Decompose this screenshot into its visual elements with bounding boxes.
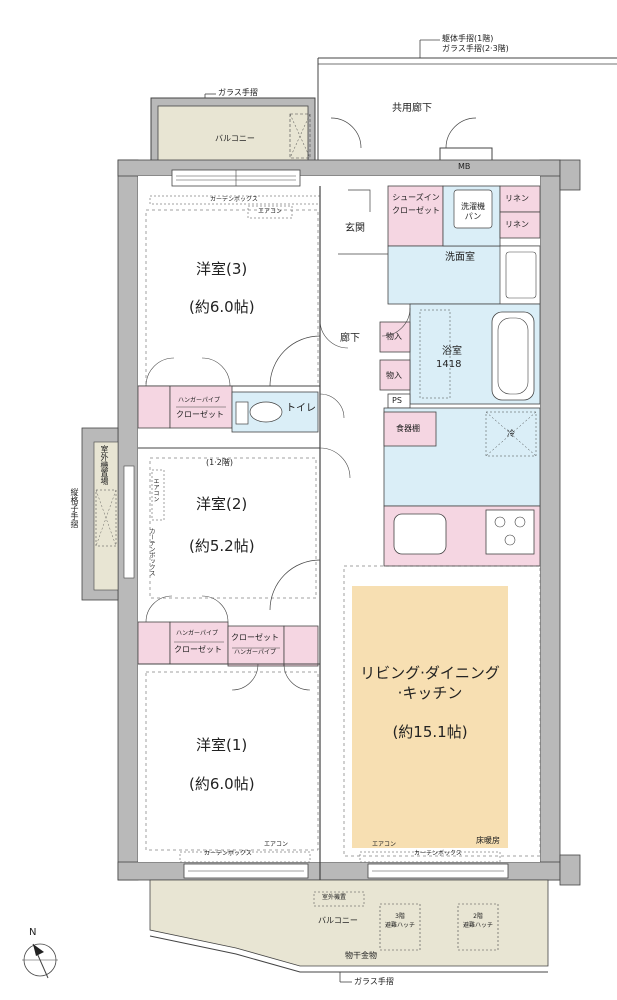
ps-label: PS [392, 396, 402, 405]
ldk-area [343, 565, 541, 863]
corridor-door-right [445, 117, 477, 149]
north-label: N [29, 927, 37, 938]
corridor-door-1 [319, 319, 349, 349]
shoes-closet-text-1: シューズイン [392, 193, 440, 202]
hatch-left-floor: 3階 [395, 913, 405, 920]
aircon-mid-label: エアコン [152, 478, 159, 502]
closet-row-2 [137, 621, 320, 667]
tableware-label: 食器棚 [396, 424, 420, 433]
curtain-box-mid-label: カーテンボックス [148, 528, 155, 576]
shoes-closet-text-2: クローゼット [392, 205, 440, 215]
curtain-box-bottom-1-label: カーテンボックス [204, 850, 252, 857]
room-2 [123, 447, 351, 623]
ldk-size: (約15.1帖) [392, 723, 468, 741]
hatch-right-text: 避難ハッチ [462, 922, 493, 929]
glass-rail-top-label: ガラス手摺 [218, 88, 258, 97]
ldk-name-2: ·キッチン [397, 684, 463, 702]
storage-1 [379, 321, 411, 353]
corridor-label: 廊下 [340, 333, 360, 344]
toilet-label: トイレ [286, 403, 316, 414]
room-3-size: (約6.0帖) [189, 298, 255, 316]
north-arrow-icon [22, 943, 58, 979]
aircon-bottom-1-label: エアコン [264, 841, 289, 848]
corridor-door-left [330, 117, 362, 149]
bath-door [381, 307, 411, 337]
aircon-bottom-2-label: エアコン [372, 841, 397, 848]
room-1 [145, 663, 319, 863]
curtain-box-top-label: カーテンボックス [210, 196, 258, 203]
balcony-bottom-label: バルコニー [318, 916, 358, 925]
washroom-label: 洗面室 [445, 252, 475, 263]
room-1-size: (約6.0帖) [189, 775, 255, 793]
ldk-name-1: リビング·ダイニング [360, 664, 500, 682]
hanger-pipe-2-label: ハンガーパイプ [176, 630, 218, 637]
wet-area [387, 185, 541, 405]
washer-pan-label: 洗濯機パン [455, 202, 491, 223]
rail-note-1: 躯体手摺(1階) [442, 34, 494, 43]
closet-2-label: クローゼット [174, 645, 222, 654]
common-corridor-label: 共用廊下 [392, 103, 432, 114]
room-3-name: 洋室(3) [196, 260, 248, 278]
top-rail [204, 39, 617, 160]
aircon-top-label: エアコン [258, 208, 283, 215]
floor-heating-label: 床暖房 [476, 836, 500, 845]
outdoor-unit-label: 室外機置場 [100, 445, 109, 485]
drying-hardware-label: 物干金物 [345, 951, 377, 960]
closet-3-label: クローゼット [231, 633, 279, 642]
outdoor-unit-left [81, 427, 119, 601]
closet-row-1 [137, 385, 233, 429]
rail-note-2: ガラス手摺(2·3階) [442, 44, 509, 53]
washer-pan-text-1: 洗濯機 [461, 202, 485, 211]
hatch-right-floor: 2階 [473, 913, 483, 920]
balcony-top-label: バルコニー [215, 134, 255, 143]
fridge-label: 冷 [507, 429, 515, 438]
glass-rail-bottom-label: ガラス手摺 [354, 977, 394, 986]
washer-pan-text-2: パン [464, 212, 482, 222]
mb-label: MB [458, 162, 471, 171]
bath-name-label: 浴室 [442, 346, 462, 357]
hatch-left-label: 3階避難ハッチ [380, 912, 420, 930]
storage-2-label: 物入 [386, 371, 402, 380]
curtain-box-bottom-2-label: カーテンボックス [414, 850, 462, 857]
hatch-right-label: 2階避難ハッチ [458, 912, 498, 930]
lattice-rail-label: 縦格子手摺 [70, 488, 79, 528]
kitchen [383, 407, 541, 567]
bath-size-label: 1418 [436, 359, 462, 370]
room-2-size: (約5.2帖) [189, 537, 255, 555]
hatch-left-text: 避難ハッチ [384, 922, 415, 929]
bottom-windows [183, 863, 509, 879]
storage-1-label: 物入 [386, 332, 402, 341]
room-1-name: 洋室(1) [196, 736, 248, 754]
closet-1-label: クローゼット [176, 410, 224, 419]
hanger-pipe-1-label: ハンガーパイプ [178, 397, 220, 404]
floor-note-label: (1·2階) [206, 458, 233, 467]
bottom-balcony [149, 879, 549, 983]
shoes-closet-label: シューズインクローゼット [390, 192, 442, 218]
room-2-name: 洋室(2) [196, 495, 248, 513]
entrance-block [319, 185, 444, 880]
hanger-pipe-3-label: ハンガーパイプ [234, 649, 276, 656]
storage-2 [379, 359, 411, 391]
top-balcony [150, 97, 316, 167]
entrance-label: 玄関 [345, 223, 365, 234]
linen-1-label: リネン [505, 194, 529, 203]
outdoor-unit-bottom-label: 室外機置 [322, 894, 347, 901]
linen-2-label: リネン [505, 220, 529, 229]
toilet-room [231, 391, 345, 433]
